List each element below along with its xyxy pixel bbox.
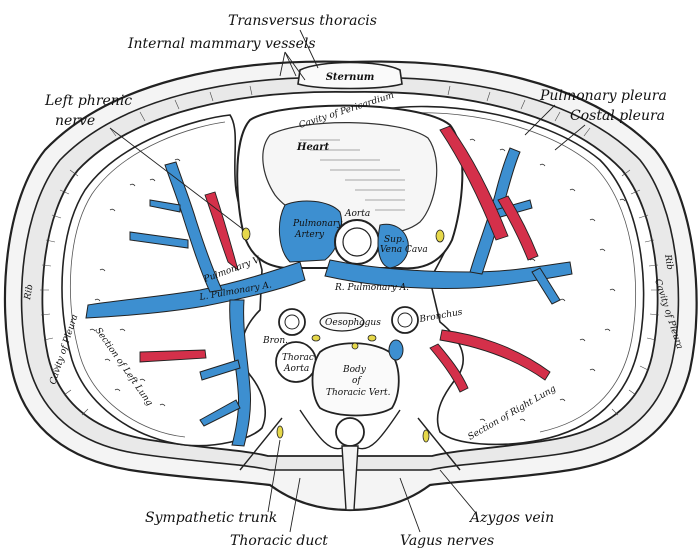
vagus-nerve-right-dot	[367, 334, 377, 342]
internal-mammary-vessels-label: Internal mammary vessels	[127, 36, 316, 52]
sympathetic-trunk-label: Sympathetic trunk	[145, 510, 277, 526]
sympathetic-trunk-left-dot	[276, 425, 284, 439]
oesophagus-label: Oesophagus	[325, 318, 381, 328]
left-red-branch-lower	[139, 349, 207, 363]
azygos-vein-leader	[439, 469, 476, 513]
sympathetic-trunk-right-dot	[422, 429, 430, 443]
right-phrenic-nerve-dot	[435, 229, 445, 243]
pulmonary-arteries-red	[139, 125, 551, 393]
left-lung-pleura-line	[70, 121, 226, 438]
sternum-label: Sternum	[326, 72, 375, 83]
left-phrenic-nerve-dot	[241, 227, 251, 241]
azygos-vein-label: Azygos vein	[468, 510, 554, 526]
transversus-thoracis-label: Transversus thoracis	[228, 13, 377, 29]
thoracic-duct-label: Thoracic duct	[230, 533, 328, 549]
heart-shading	[300, 139, 405, 211]
sup-vena-cava-label-2: Vena Cava	[380, 245, 428, 255]
thoracic-duct-dot	[351, 342, 359, 350]
vagus-nerve-left-dot	[311, 334, 321, 342]
l-pulmonary-branch-4	[199, 399, 241, 427]
l-pulmonary-descending	[229, 299, 251, 447]
pulmonary-veins	[85, 147, 573, 447]
posterior-mediastinum: Bron. Bronchus Oesophagus Thorac. Aorta …	[239, 306, 464, 511]
pulmonary-pleura-label: Pulmonary pleura	[539, 88, 667, 104]
vert-label-2: of	[352, 376, 362, 386]
right-red-branch-upper	[439, 125, 509, 241]
right-red-branch-lower-2	[429, 343, 469, 393]
vagus-nerves-leader	[399, 477, 421, 533]
bronchus-left-label: Bron.	[262, 336, 288, 346]
rib-hatching	[40, 85, 660, 416]
l-pulmonary-branch-3	[199, 359, 241, 381]
l-pulmonary-branch-2	[129, 231, 189, 249]
nerves	[241, 227, 445, 443]
spinous-process	[341, 445, 359, 511]
thoracic-aorta-label-1: Thorac.	[282, 353, 317, 363]
right-red-branch-mid	[497, 195, 539, 261]
pulmonary-artery-label-2: Artery	[294, 230, 325, 240]
thoracic-duct-leader	[289, 477, 301, 533]
pulmonary-pleura-leader	[524, 104, 556, 136]
vertebral-arch	[239, 409, 461, 471]
sternum: Sternum	[297, 61, 403, 90]
right-red-branch-lower	[439, 329, 551, 381]
vert-label-3: Thoracic Vert.	[326, 388, 391, 398]
aorta-label: Aorta	[344, 209, 370, 219]
heart-label: Heart	[296, 142, 330, 153]
superior-vena-cava	[377, 223, 409, 269]
left-red-branch-upper	[204, 191, 239, 272]
costal-pleura-leader	[554, 124, 586, 151]
l-pulmonary-branch-1	[149, 199, 181, 213]
thoracic-aorta-label-2: Aorta	[283, 364, 309, 374]
left-phrenic-leader	[109, 127, 245, 231]
r-pulmonary-branch-2	[531, 267, 561, 305]
costal-pleura-label: Costal pleura	[570, 108, 665, 124]
right-lung-pleura-line	[385, 112, 636, 433]
r-pulmonary-artery-label: R. Pulmonary A.	[334, 283, 409, 293]
great-vessels: Pulmonary Artery Aorta Sup. Vena Cava	[278, 200, 428, 269]
sup-vena-cava-label-1: Sup.	[384, 235, 405, 245]
oesophagus	[319, 312, 365, 332]
l-pulmonary-ascending	[164, 161, 223, 293]
internal-mammary-leader	[279, 51, 306, 81]
transversus-thoracis-leader	[299, 29, 319, 69]
vertebral-body	[311, 342, 400, 417]
vagus-nerves-label: Vagus nerves	[400, 533, 494, 549]
sympathetic-trunk-leader	[267, 439, 281, 513]
rib-left-label: Rib	[23, 283, 36, 301]
vert-label-1: Body	[342, 365, 367, 375]
r-pulmonary-trunk	[324, 259, 573, 289]
azygos-vein	[388, 339, 404, 361]
pulmonary-artery-label-1: Pulmonary	[292, 219, 343, 229]
callouts: Transversus thoracis Internal mammary ve…	[44, 13, 667, 549]
spinal-canal	[335, 417, 365, 447]
l-pulmonary-trunk	[85, 261, 306, 319]
left-phrenic-label-1: Left phrenic	[44, 93, 132, 109]
left-phrenic-label-2: nerve	[55, 113, 95, 129]
rib-right-label: Rib	[662, 253, 675, 271]
